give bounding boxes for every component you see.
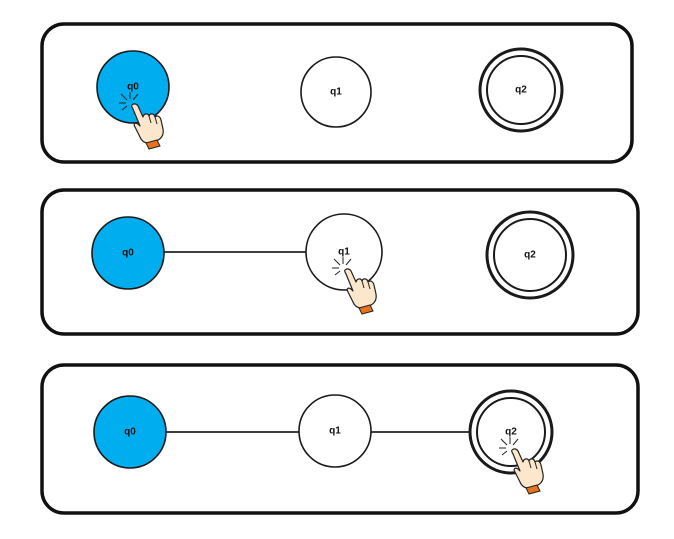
state-q1[interactable] bbox=[300, 56, 372, 128]
state-q2-label: q2 bbox=[524, 250, 536, 261]
state-q1-label: q1 bbox=[338, 247, 350, 258]
panel-1: q0 q1 q2 bbox=[40, 22, 634, 164]
state-q2[interactable] bbox=[478, 47, 564, 133]
state-q1-label: q1 bbox=[329, 426, 341, 437]
state-q2-label: q2 bbox=[505, 427, 517, 438]
state-q0-label: q0 bbox=[122, 248, 134, 259]
state-q1[interactable] bbox=[305, 213, 383, 291]
panel-2: q0 q1 q2 bbox=[40, 188, 640, 336]
state-q0-label: q0 bbox=[124, 427, 136, 438]
state-q2-label: q2 bbox=[515, 85, 527, 96]
state-q2[interactable] bbox=[468, 389, 554, 475]
state-q0[interactable] bbox=[93, 395, 167, 469]
state-q2[interactable] bbox=[485, 210, 575, 300]
state-q0-label: q0 bbox=[127, 82, 139, 93]
state-q1[interactable] bbox=[298, 394, 372, 468]
state-q1-label: q1 bbox=[330, 87, 342, 98]
state-q0[interactable] bbox=[96, 50, 170, 124]
state-q0[interactable] bbox=[91, 216, 165, 290]
panel-3: q0 q1 q2 bbox=[40, 363, 640, 515]
